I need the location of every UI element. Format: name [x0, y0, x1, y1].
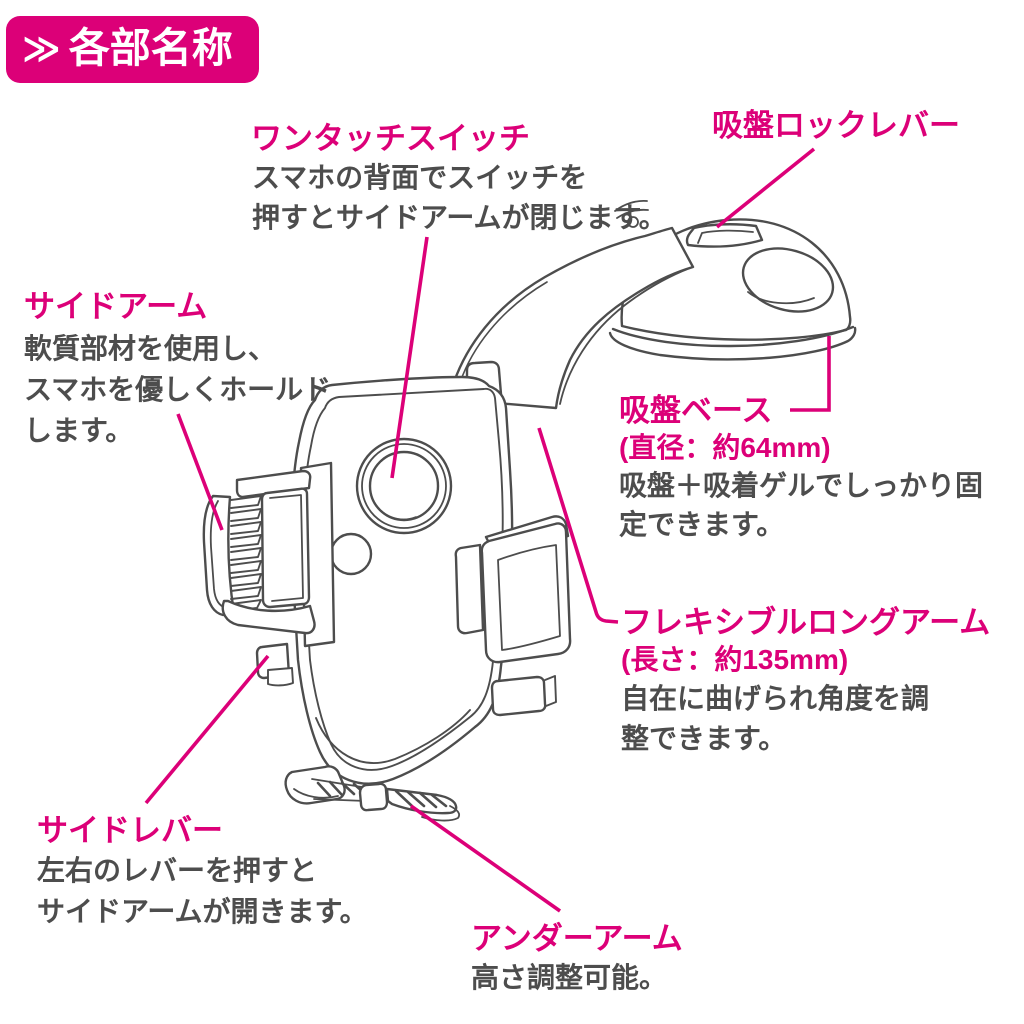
left-side-arm-drawing: [202, 461, 336, 648]
section-title-banner: ≫ 各部名称: [6, 16, 259, 83]
desc-line: 押すとサイドアームが閉じます。: [252, 202, 667, 233]
leader-side-lever: [144, 654, 270, 805]
desc-line: スマホを優しくホールド: [24, 374, 332, 405]
desc-line: 高さ調整可能。: [471, 962, 668, 993]
desc-flexible-long-arm: 自在に曲げられ角度を調 整できます。: [621, 679, 929, 759]
desc-line: スマホの背面でスイッチを: [252, 162, 588, 193]
leader-side-arm: [176, 413, 224, 531]
leader-one-touch-switch: [390, 236, 429, 479]
desc-side-arm: 軟質部材を使用し、 スマホを優しくホールド します。: [24, 328, 331, 451]
desc-line: 吸盤＋吸着ゲルでしっかり固: [619, 470, 984, 501]
label-side-arm: サイドアーム: [24, 289, 208, 324]
desc-one-touch-switch: スマホの背面でスイッチを 押すとサイドアームが閉じます。: [252, 158, 667, 238]
right-side-arm-drawing: [454, 515, 572, 717]
under-arm-drawing: [284, 765, 461, 822]
label-one-touch-switch: ワンタッチスイッチ: [251, 121, 530, 156]
leader-suction-base: [790, 336, 831, 412]
spec-suction-base: (直径：約64mm): [619, 432, 831, 463]
desc-line: 自在に曲げられ角度を調: [621, 683, 930, 714]
suction-lock-lever-drawing: [685, 223, 764, 248]
desc-suction-base: 吸盤＋吸着ゲルでしっかり固 定できます。: [619, 466, 983, 544]
desc-under-arm: 高さ調整可能。: [471, 958, 667, 998]
label-under-arm: アンダーアーム: [471, 921, 683, 956]
double-chevron-icon: ≫: [22, 28, 61, 69]
desc-line: 左右のレバーを押すと: [37, 855, 318, 886]
desc-line: 整できます。: [621, 723, 787, 754]
desc-line: します。: [24, 415, 134, 446]
label-side-lever: サイドレバー: [37, 813, 223, 848]
spec-flexible-long-arm: (長さ：約135mm): [621, 644, 849, 675]
desc-line: サイドアームが開きます。: [37, 896, 368, 927]
label-suction-lock-lever: 吸盤ロックレバー: [712, 108, 960, 143]
one-touch-switch-drawing: [355, 437, 453, 535]
label-suction-base: 吸盤ベース: [619, 393, 773, 428]
page-title: 各部名称: [68, 25, 233, 71]
desc-line: 定できます。: [619, 509, 785, 540]
desc-line: 軟質部材を使用し、: [24, 333, 277, 364]
side-lever-drawing: [255, 642, 294, 687]
label-flexible-long-arm: フレキシブルロングアーム: [621, 605, 991, 640]
flexible-arm-drawing: [447, 199, 695, 410]
leader-suction-lock-lever: [715, 147, 816, 229]
leader-flexible-long-arm: [537, 427, 619, 624]
leader-under-arm: [409, 804, 562, 913]
desc-side-lever: 左右のレバーを押すと サイドアームが開きます。: [37, 850, 368, 932]
